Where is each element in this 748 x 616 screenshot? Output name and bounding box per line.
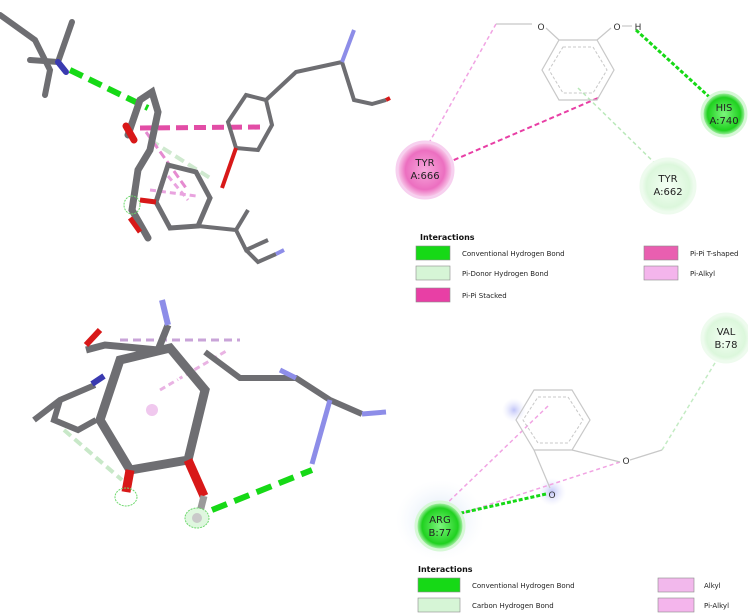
alkyl-line <box>439 405 549 511</box>
residue-val-b78[interactable]: VAL B:78 <box>700 312 748 364</box>
residue-tyr-662[interactable]: TYR A:662 <box>639 157 697 215</box>
legend-swatch-pi-donor-hbond <box>415 265 451 281</box>
svg-text:VAL: VAL <box>717 327 736 338</box>
legend-label-alkyl: Alkyl <box>704 582 721 590</box>
svg-text:B:78: B:78 <box>715 340 738 351</box>
legend-swatch-pi-alkyl-2 <box>657 597 695 613</box>
legend-label-pi-alkyl: Pi-Alkyl <box>690 270 715 278</box>
svg-text:B:77: B:77 <box>429 528 452 539</box>
hbond-line <box>634 28 719 106</box>
legend-label-conventional-hbond: Conventional Hydrogen Bond <box>462 250 565 258</box>
atom-h: H <box>635 23 642 33</box>
legend-title: Interactions <box>420 233 475 242</box>
legend-label-pi-pi-tshaped: Pi-Pi T-shaped <box>690 250 739 258</box>
legend-swatch-conventional-hbond <box>415 245 451 261</box>
svg-text:A:740: A:740 <box>709 116 738 127</box>
legend-title-2: Interactions <box>418 565 473 574</box>
pi-pi-stacked-line <box>439 97 599 167</box>
legend-swatch-pi-alkyl <box>643 265 679 281</box>
bottom-3d-view <box>32 299 387 529</box>
legend-swatch-carbon-hbond <box>417 597 461 613</box>
residue-tyr-666[interactable]: TYR A:666 <box>395 140 455 200</box>
ligand-ring-2 <box>515 389 591 451</box>
legend-label-conventional-hbond-2: Conventional Hydrogen Bond <box>472 582 575 590</box>
legend-label-carbon-hbond: Carbon Hydrogen Bond <box>472 602 554 610</box>
bottom-2d-diagram: O O VAL B:78 ARG B:77 Interactions Conve… <box>396 312 748 613</box>
residue-his-740[interactable]: HIS A:740 <box>700 90 748 138</box>
carbon-hbond-line <box>661 357 719 451</box>
bottom-legend: Interactions Conventional Hydrogen Bond … <box>417 565 729 613</box>
atom-o-left: O <box>537 23 544 33</box>
atom-o-hydroxyl: O <box>548 491 555 501</box>
legend-swatch-alkyl <box>657 577 695 593</box>
top-legend: Interactions Conventional Hydrogen Bond … <box>415 233 739 303</box>
svg-text:A:666: A:666 <box>410 171 439 182</box>
top-3d-view <box>0 12 391 265</box>
svg-text:TYR: TYR <box>414 158 434 169</box>
residue-arg-b77[interactable]: ARG B:77 <box>414 500 466 552</box>
legend-swatch-conventional-hbond-2 <box>417 577 461 593</box>
svg-text:TYR: TYR <box>657 174 677 185</box>
hbond-line-2 <box>447 492 547 518</box>
ligand-ring <box>541 39 615 101</box>
svg-text:HIS: HIS <box>716 103 733 114</box>
pi-alkyl-line-2 <box>453 461 621 517</box>
atom-o-ether: O <box>622 457 629 467</box>
svg-text:A:662: A:662 <box>653 187 682 198</box>
legend-swatch-pi-pi-stacked <box>415 287 451 303</box>
legend-swatch-pi-pi-tshaped <box>643 245 679 261</box>
legend-label-pi-pi-stacked: Pi-Pi Stacked <box>462 292 507 300</box>
pi-alkyl-line <box>424 23 497 151</box>
svg-text:ARG: ARG <box>429 515 451 526</box>
top-2d-diagram: O O H TYR A:666 TYR A:662 HIS A:740 Inte… <box>395 23 748 303</box>
legend-label-pi-donor-hbond: Pi-Donor Hydrogen Bond <box>462 270 548 278</box>
atom-o-right: O <box>613 23 620 33</box>
legend-label-pi-alkyl-2: Pi-Alkyl <box>704 602 729 610</box>
